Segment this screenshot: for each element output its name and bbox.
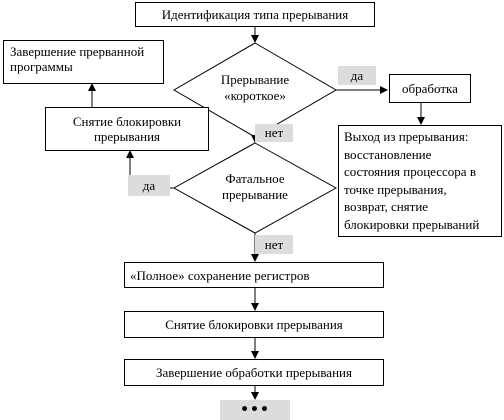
continuation-ellipsis: •••: [220, 400, 290, 420]
yes-fatal-label: да: [128, 175, 170, 196]
no-fatal-label: нет: [255, 235, 293, 254]
finish-processing-box: Завершение обработки прерывания: [124, 359, 384, 386]
decision-short-label: Прерывание «короткое»: [220, 72, 290, 103]
no-short-label: нет: [255, 124, 293, 142]
yes-short-label: да: [338, 66, 376, 85]
full-save-label: «Полное» сохранение регистров: [130, 268, 310, 283]
identify-box: Идентификация типа прерывания: [135, 2, 375, 27]
exit-box: Выход из прерывания: восстановление сост…: [338, 125, 502, 237]
processing-label: обработка: [402, 81, 458, 96]
identify-label: Идентификация типа прерывания: [161, 7, 349, 22]
unblock-box: Снятие блокировки прерывания: [124, 311, 384, 338]
processing-box: обработка: [389, 74, 471, 103]
finish-processing-label: Завершение обработки прерывания: [156, 365, 352, 380]
decision-fatal-label: Фатальное прерывание: [222, 171, 288, 202]
unblock-left-box: Снятие блокировки прерывания: [45, 107, 209, 151]
terminate-interrupted-box: Завершение прерванной программы: [3, 40, 164, 84]
unblock-label: Снятие блокировки прерывания: [165, 317, 343, 332]
full-save-box: «Полное» сохранение регистров: [124, 262, 384, 288]
